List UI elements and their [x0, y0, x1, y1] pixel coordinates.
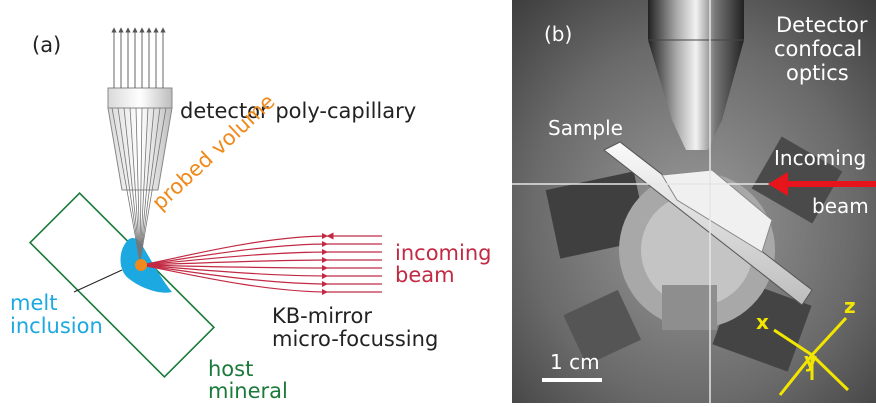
incoming-beam-arrow: [768, 172, 876, 196]
incoming-beam-label-2: beam: [395, 263, 455, 287]
sample-label: Sample: [548, 116, 623, 140]
detector-label: detector poly-capillary: [180, 99, 417, 123]
panel-a-tag: (a): [32, 33, 62, 57]
host-mineral-label-2: mineral: [208, 379, 288, 403]
detector-optics-label-2: confocal: [774, 37, 863, 61]
panel-b-tag: (b): [544, 22, 573, 46]
axis-z-label: z: [844, 294, 856, 318]
detector-optics: [648, 0, 744, 150]
kb-mirror-label-2: micro-focussing: [272, 327, 439, 351]
host-mineral-shape: [28, 191, 216, 379]
host-mineral-label-1: host: [208, 357, 254, 381]
incoming-label-1: Incoming: [774, 146, 867, 170]
schematic-drawing: [28, 27, 382, 379]
incoming-label-2: beam: [812, 194, 869, 218]
photo-drawing: [512, 0, 876, 403]
melt-inclusion-leader: [73, 269, 123, 293]
incoming-beam-label-1: incoming: [395, 241, 492, 265]
poly-capillary-cone: [107, 27, 173, 263]
melt-inclusion-label-2: inclusion: [10, 314, 103, 338]
axes-indicator: [773, 316, 850, 396]
detector-optics-label-3: optics: [786, 61, 849, 85]
sample-plate: [603, 141, 813, 306]
detector-optics-label-1: Detector: [776, 13, 868, 37]
axis-y-label: y: [804, 348, 818, 372]
incoming-beam-lines: [140, 232, 382, 293]
scale-label: 1 cm: [550, 350, 600, 374]
axis-x-label: x: [756, 310, 769, 334]
melt-inclusion-label-1: melt: [10, 291, 58, 315]
probed-volume-dot: [135, 259, 147, 271]
schematic-panel: (a) detector poly-capillary probed volum…: [10, 27, 492, 403]
photo-panel: (b) Detector confocal optics Sample Inco…: [512, 0, 876, 403]
kb-mirror-label-1: KB-mirror: [272, 304, 372, 328]
